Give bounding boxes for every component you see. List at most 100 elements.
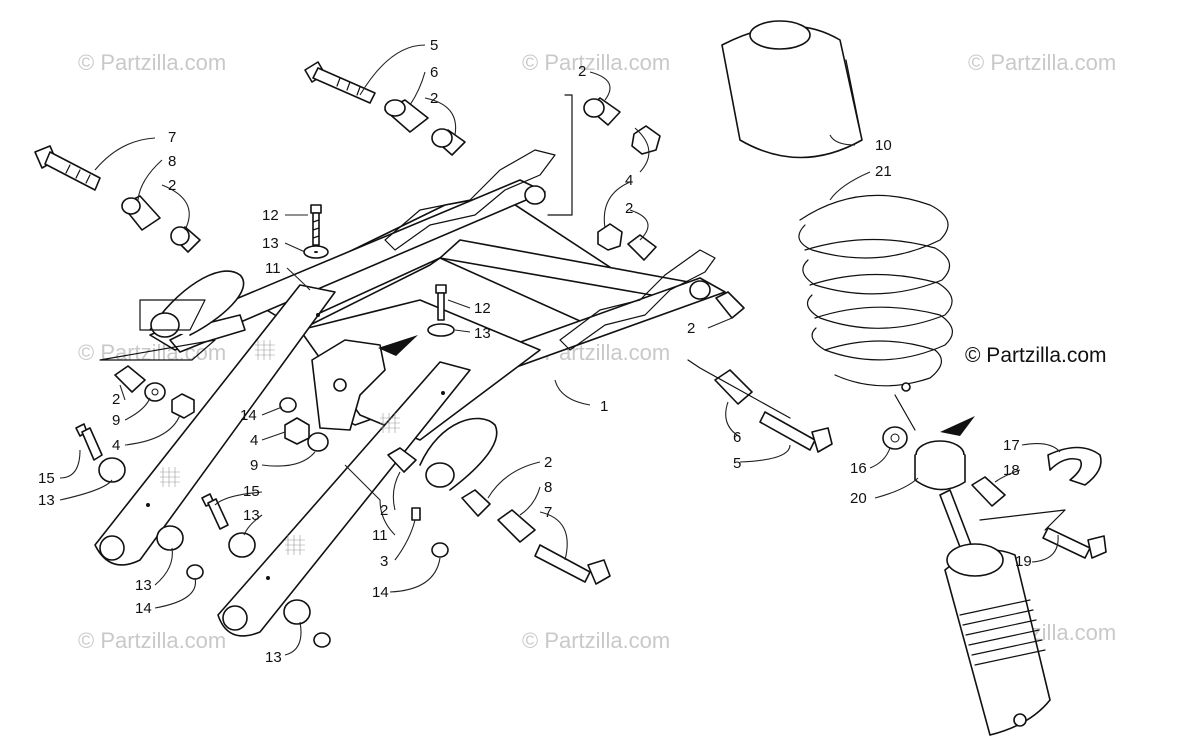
nut-4-right	[597, 223, 623, 251]
bushing	[431, 128, 466, 156]
coil-spring	[798, 194, 953, 392]
callout-number: 2	[380, 502, 388, 519]
small-bolt-12-mid	[435, 284, 447, 321]
callout-number: 14	[135, 600, 152, 617]
callout-number: 13	[243, 507, 260, 524]
callout-number: 6	[430, 64, 438, 81]
callout-number: 4	[250, 432, 258, 449]
brand-copyright: © Partzilla.com	[965, 344, 1107, 367]
callout-number: 2	[625, 200, 633, 217]
watermark: © Partzilla.com	[78, 628, 226, 653]
shock-absorber	[914, 440, 1051, 736]
callout-number: 16	[850, 460, 867, 477]
spacer-18	[971, 476, 1006, 507]
callout-number: 13	[135, 577, 152, 594]
washer-9-mid	[307, 432, 329, 452]
washer-9-left	[144, 382, 166, 402]
callout-number: 20	[850, 490, 867, 507]
watermark: © Partzilla.com	[522, 50, 670, 75]
leader-lines	[59, 44, 1061, 656]
callout-number: 11	[265, 260, 281, 277]
callout-number: 13	[38, 492, 55, 509]
callout-number: 10	[875, 137, 892, 154]
callout-number: 7	[168, 129, 176, 146]
callout-number: 13	[265, 649, 282, 666]
right-bolt-5	[759, 411, 833, 453]
bushing-2-lower	[387, 447, 417, 473]
callout-number: 13	[474, 325, 491, 342]
callout-number: 7	[544, 504, 552, 521]
washer-13-left	[98, 457, 126, 483]
nut-4-left	[171, 393, 195, 419]
callout-number: 5	[733, 455, 741, 472]
callout-number: 14	[240, 407, 257, 424]
callout-number: 15	[243, 483, 260, 500]
callout-number: 2	[430, 90, 438, 107]
clip-17	[1047, 446, 1102, 486]
callout-number: 2	[578, 63, 586, 80]
callout-number: 2	[112, 391, 120, 408]
bushing-16	[882, 426, 908, 450]
bushing-2-right	[627, 234, 657, 261]
callout-number: 9	[112, 412, 120, 429]
callout-number: 13	[262, 235, 279, 252]
callout-number: 2	[168, 177, 176, 194]
callout-number: 12	[262, 207, 279, 224]
callout-number: 19	[1015, 553, 1032, 570]
direction-arrow-icon	[378, 335, 418, 356]
callout-number: 12	[474, 300, 491, 317]
callout-number: 5	[430, 37, 438, 54]
nut-14-right-lower	[313, 632, 331, 648]
spacer	[384, 99, 429, 133]
left-bushing	[170, 226, 201, 253]
zerk-3	[411, 507, 421, 521]
direction-arrow-icon	[940, 416, 975, 436]
callout-number: 9	[250, 457, 258, 474]
callout-number: 4	[625, 172, 633, 189]
callout-number: 1	[600, 398, 608, 415]
watermark: © Partzilla.com	[522, 628, 670, 653]
washer-13-top	[303, 245, 329, 259]
callout-labels: 5 6 2 7 8 2 2 4 2 10 21 12 13 11 12 13 2…	[38, 37, 1032, 666]
callout-number: 6	[733, 429, 741, 446]
bump-stop-cap	[721, 20, 863, 159]
callout-number: 17	[1003, 437, 1020, 454]
watermark: © Partzilla.com	[78, 50, 226, 75]
left-bolt	[34, 145, 101, 191]
left-lower-bushing	[114, 365, 146, 393]
lower-bushing-2	[461, 489, 491, 517]
bolt-19	[1042, 527, 1107, 559]
callout-number: 3	[380, 553, 388, 570]
upper-right-nut	[631, 125, 661, 155]
small-bolt-12-top	[310, 204, 322, 246]
nut-4-mid	[284, 417, 310, 445]
rear-arm-right	[217, 361, 471, 637]
suspension-frame-part	[149, 149, 726, 491]
washer-13-mid-lower	[228, 532, 256, 558]
callout-number: 11	[372, 527, 388, 544]
callout-number: 2	[687, 320, 695, 337]
callout-number: 15	[38, 470, 55, 487]
callout-number: 14	[372, 584, 389, 601]
washer-13-mid	[427, 323, 455, 337]
watermark: © Partzilla.com	[968, 50, 1116, 75]
callout-number: 8	[168, 153, 176, 170]
rear-arm-left	[94, 284, 336, 566]
callout-number: 4	[112, 437, 120, 454]
washer-13-left-lower	[156, 525, 184, 551]
lower-spacer-8	[497, 509, 536, 543]
nut-14-lower	[431, 542, 449, 558]
left-spacer	[121, 195, 161, 231]
nut-14-mid	[279, 397, 297, 413]
bolt-15-mid	[201, 493, 229, 530]
upper-right-bushing	[583, 97, 621, 126]
callout-number: 21	[875, 163, 892, 180]
bolt-15-left	[75, 423, 103, 461]
assembly-lines	[99, 94, 1066, 531]
callout-number: 8	[544, 479, 552, 496]
callout-number: 18	[1003, 462, 1020, 479]
nut-14-left-lower	[186, 564, 204, 580]
washer-13-right-lower	[283, 599, 311, 625]
bushing-2-arm-right	[715, 291, 745, 319]
